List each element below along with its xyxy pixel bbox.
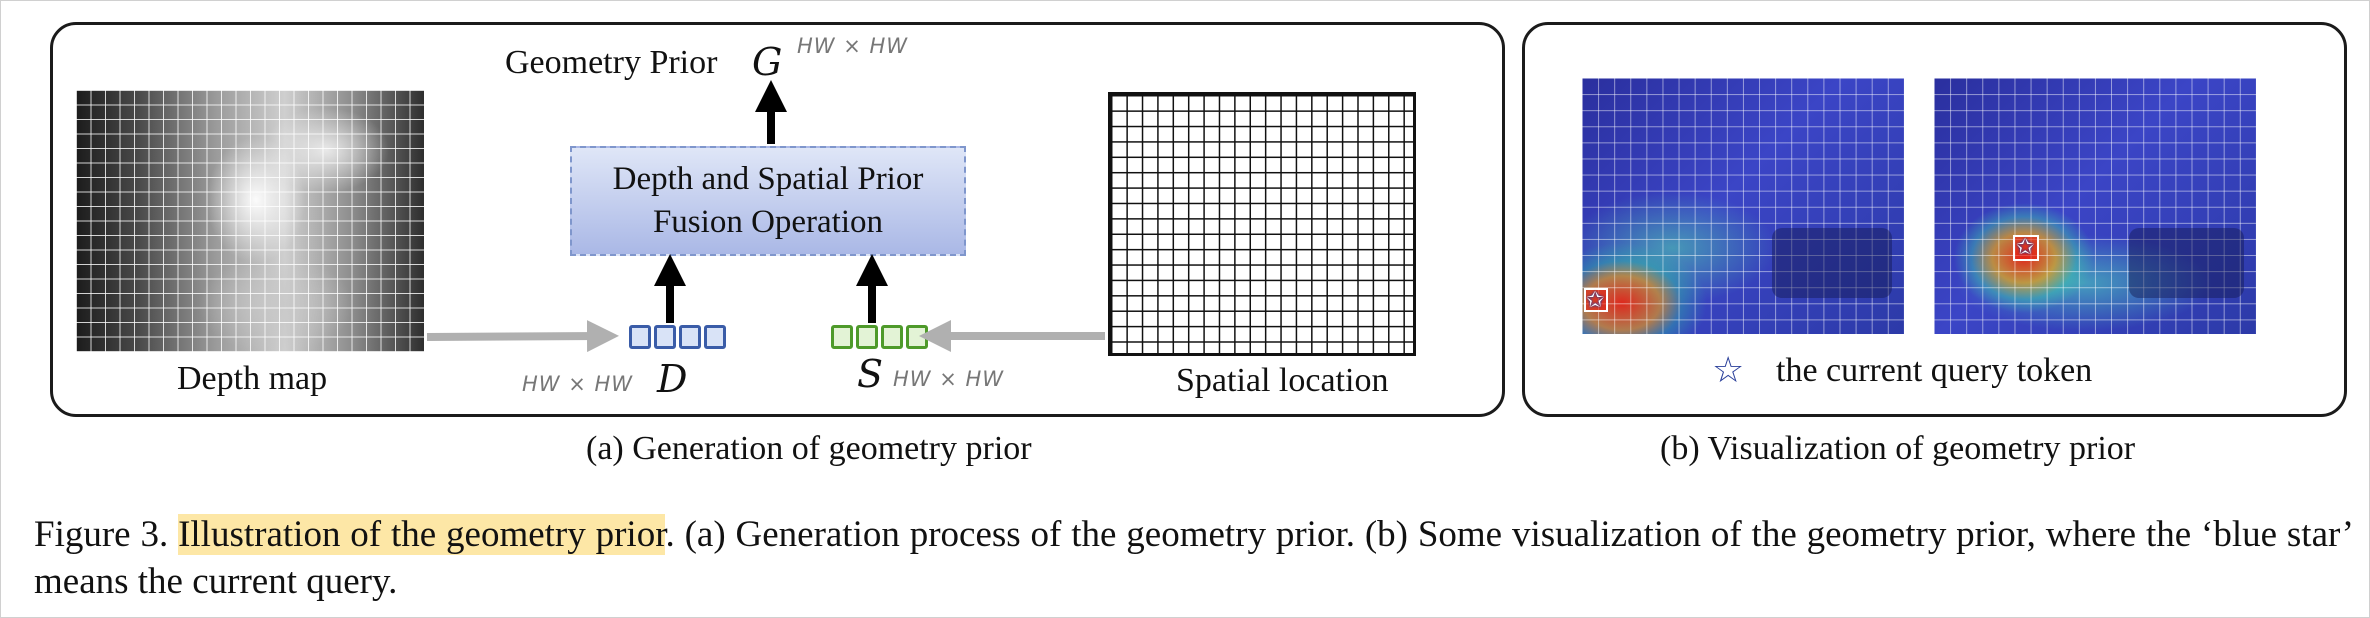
depth-tokens	[629, 325, 726, 349]
star-outline-icon: ✩	[1586, 288, 1605, 313]
caption-figure-label: Figure 3.	[34, 514, 169, 555]
depth-token	[629, 325, 651, 349]
caption-highlight: Illustration of the geometry prior	[178, 514, 666, 555]
arrow-depthmap-to-tokens	[426, 320, 619, 353]
depth-token	[654, 325, 676, 349]
caption-body: . (a) Generation process of the geometry…	[34, 514, 2355, 602]
bed-silhouette	[1772, 228, 1892, 298]
heatmap-image-1: ✩	[1582, 78, 1904, 334]
fusion-operation-box: Depth and Spatial Prior Fusion Operation	[570, 146, 966, 256]
geometry-dims: HW × HW	[797, 34, 909, 58]
figure-caption: Figure 3. Illustration of the geometry p…	[34, 512, 2354, 606]
spatial-location-label: Spatial location	[1176, 362, 1389, 399]
spatial-token	[856, 325, 878, 349]
heatmap-image-2: ✩	[1934, 78, 2256, 334]
fusion-line-2: Fusion Operation	[652, 204, 884, 240]
legend-text: the current query token	[1776, 352, 2093, 389]
subcaption-a: (a) Generation of geometry prior	[586, 430, 1032, 467]
depth-dims: HW × HW	[522, 372, 634, 396]
depth-symbol: D	[657, 357, 688, 401]
depth-map-image	[76, 90, 424, 352]
subcaption-b: (b) Visualization of geometry prior	[1660, 430, 2136, 467]
spatial-token	[881, 325, 903, 349]
depth-token	[679, 325, 701, 349]
geometry-symbol: G	[752, 40, 783, 84]
bed-silhouette	[2129, 228, 2244, 298]
fusion-line-1: Depth and Spatial Prior	[612, 161, 924, 198]
star-outline-icon: ☆	[1712, 350, 1745, 391]
spatial-location-grid	[1108, 92, 1416, 356]
spatial-symbol: S	[857, 352, 884, 396]
star-outline-icon: ✩	[2016, 235, 2035, 260]
panel-visualization	[1522, 22, 2347, 417]
depth-token	[704, 325, 726, 349]
spatial-token	[831, 325, 853, 349]
spatial-dims: HW × HW	[893, 367, 1005, 391]
depth-map-label: Depth map	[177, 360, 328, 397]
geometry-prior-label: Geometry Prior	[505, 44, 718, 81]
panel-generation	[50, 22, 1505, 417]
query-cell	[1584, 288, 1608, 312]
query-cell	[2013, 235, 2039, 261]
